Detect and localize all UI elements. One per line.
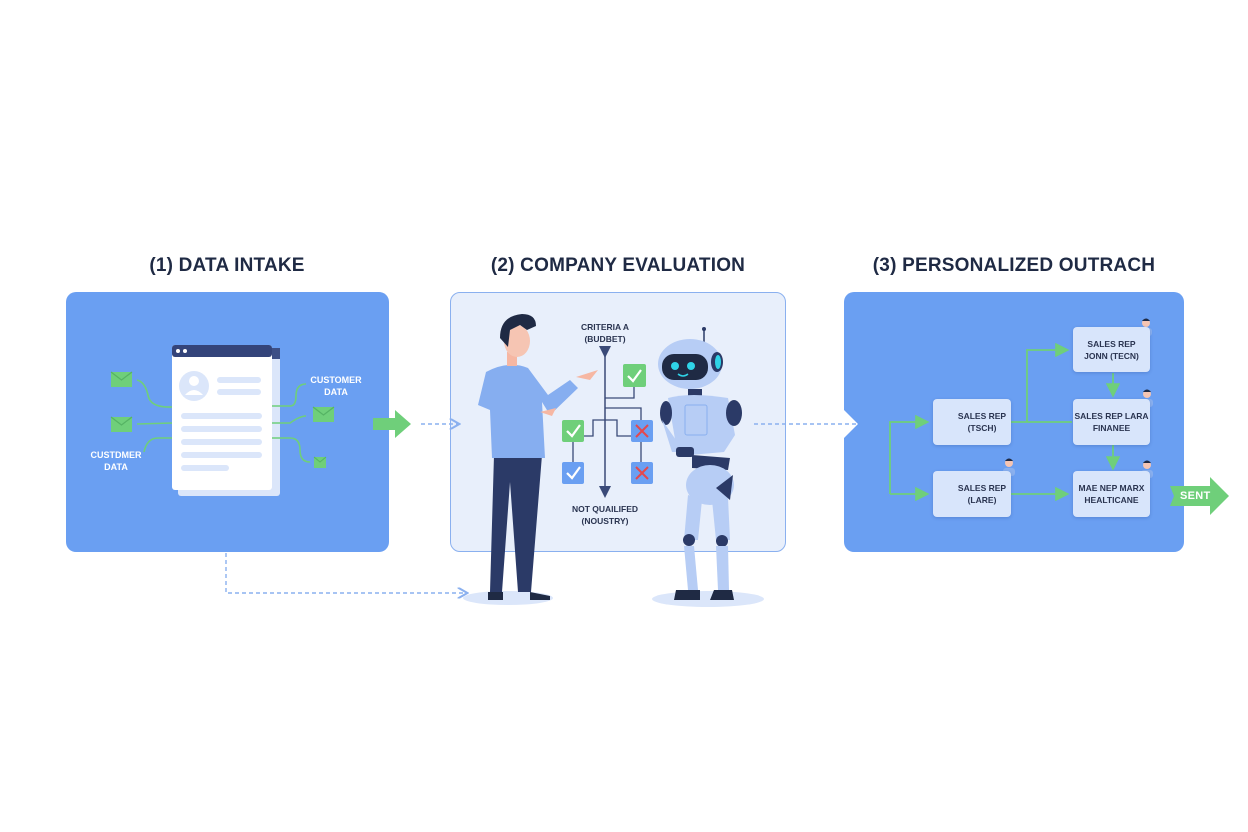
- rep-card-tech[interactable]: SALES REP (TSCH): [933, 399, 1011, 445]
- rep-title: MAE NEP MARX: [1078, 483, 1145, 493]
- dashed-arrow-bottom: [225, 553, 466, 593]
- rep-card-text: SALES REP (TSCH): [958, 410, 1006, 434]
- rep-card-lare[interactable]: SALES REP (LARE): [933, 471, 1011, 517]
- rep-title: SALES REP: [957, 411, 1007, 421]
- customer-data-label-right: CUSTOMER DATA: [307, 374, 365, 398]
- customer-data-label-left: CUSTDMER DATA: [88, 449, 144, 473]
- label-line: DATA: [324, 387, 348, 397]
- rep-card-text: SALES REP LARA FINANEE: [1075, 410, 1149, 434]
- data-intake-panel: [66, 292, 389, 552]
- rep-card-marx[interactable]: MAE NEP MARX HEALTICANE: [1073, 471, 1150, 517]
- rep-subtitle: JONN (TECN): [1084, 350, 1139, 361]
- rep-title: SALES REP: [1087, 338, 1136, 349]
- sent-label: SENT: [1180, 490, 1211, 502]
- axis-bottom-label: NOT QUAILIFED (NOUSTRY): [565, 503, 645, 527]
- axis-top-label: CRITERIA A (BUDBET): [570, 321, 640, 345]
- rep-card-text: SALES REP (LARE): [958, 482, 1006, 506]
- rep-subtitle: (LARE): [967, 495, 997, 505]
- rep-subtitle: HEALTICANE: [1084, 495, 1139, 505]
- step-3-title: (3) PERSONALIZED OUTRACH: [872, 255, 1156, 276]
- rep-subtitle: FINANEE: [1092, 423, 1131, 433]
- step-2-title: (2) COMPANY EVALUATION: [490, 255, 746, 276]
- rep-title: SALES REP: [957, 483, 1007, 493]
- rep-card-text: MAE NEP MARX HEALTICANE: [1079, 482, 1145, 506]
- rep-title: SALES REP LARA: [1074, 411, 1149, 421]
- label-line: DATA: [104, 462, 128, 472]
- label-line: (NOUSTRY): [581, 516, 629, 526]
- step-1-title: (1) DATA INTAKE: [149, 255, 305, 276]
- label-line: NOT QUAILIFED: [571, 504, 639, 514]
- label-line: (BUDBET): [584, 334, 626, 344]
- rep-card-john[interactable]: SALES REP JONN (TECN): [1073, 327, 1150, 372]
- rep-subtitle: (TSCH): [967, 423, 997, 433]
- rep-card-text: SALES REP JONN (TECN): [1084, 338, 1139, 362]
- label-line: CRITERIA A: [580, 322, 629, 332]
- rep-card-lara[interactable]: SALES REP LARA FINANEE: [1073, 399, 1150, 445]
- label-line: CUSTDMER: [90, 450, 142, 460]
- label-line: CUSTOMER: [310, 375, 362, 385]
